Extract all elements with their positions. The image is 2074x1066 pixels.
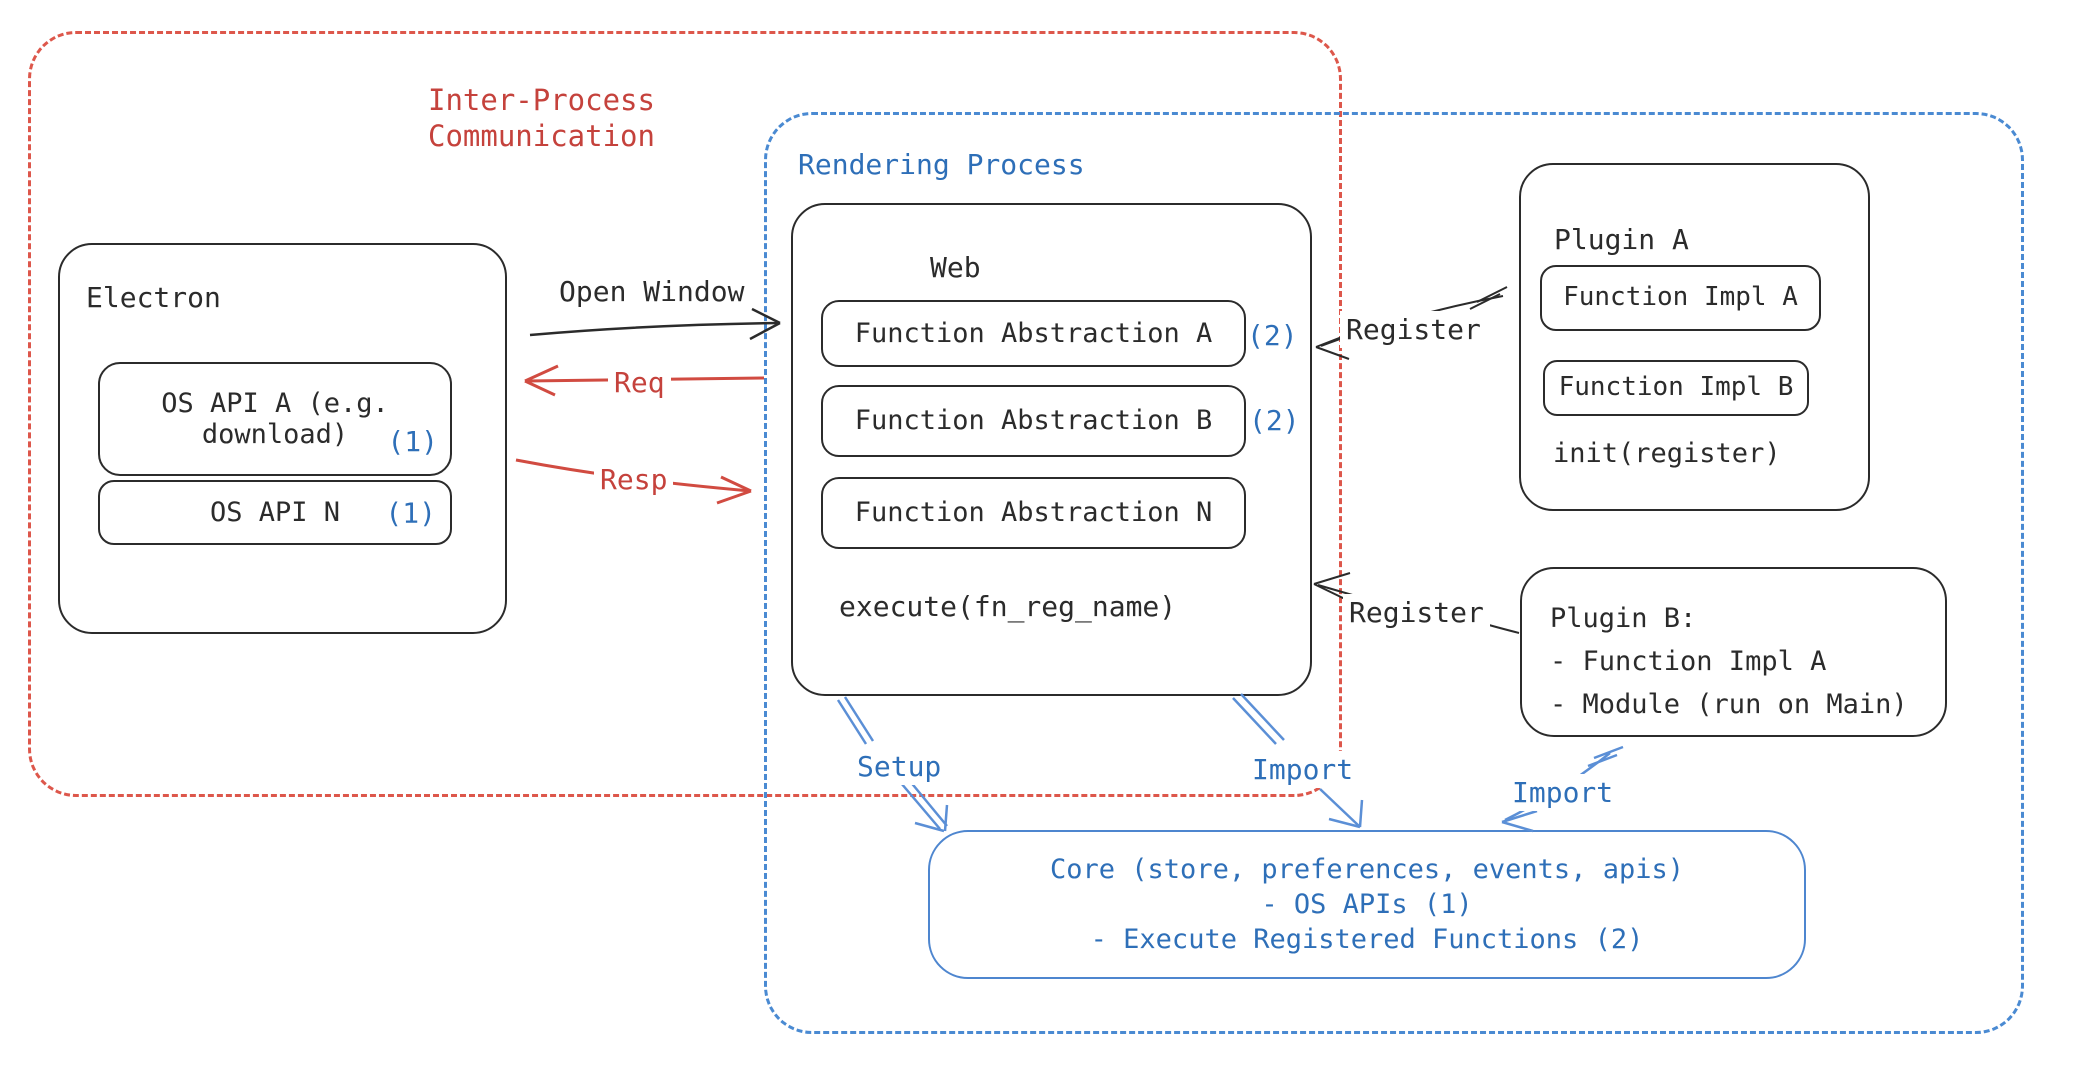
plugin-b-box	[1520, 567, 1947, 737]
execute-label: execute(fn_reg_name)	[839, 590, 1177, 623]
ipc-group-outline	[28, 31, 1342, 797]
plugin-b-lines: Plugin B: - Function Impl A - Module (ru…	[1550, 597, 1908, 726]
plugin-b-line-impl: - Function Impl A	[1550, 646, 1827, 677]
function-abstraction-a-box: Function Abstraction A	[821, 300, 1246, 367]
web-box	[791, 203, 1312, 696]
os-api-n-box: OS API N (1)	[98, 480, 452, 545]
core-box: Core (store, preferences, events, apis) …	[928, 830, 1806, 979]
function-impl-b-label: Function Impl B	[1558, 372, 1794, 403]
plugin-a-box	[1519, 163, 1870, 511]
rendering-process-label: Rendering Process	[798, 148, 1085, 181]
function-abstraction-b-note: (2)	[1249, 404, 1300, 437]
ipc-group-label: Inter-Process Communication	[428, 83, 655, 153]
function-abstraction-b-label: Function Abstraction B	[854, 405, 1213, 437]
function-abstraction-a-note: (2)	[1247, 319, 1298, 352]
function-abstraction-n-label: Function Abstraction N	[854, 497, 1213, 529]
register-a-label: Register	[1340, 311, 1487, 348]
resp-label: Resp	[594, 461, 674, 498]
setup-label: Setup	[851, 748, 948, 785]
register-b-label: Register	[1343, 594, 1490, 631]
electron-title: Electron	[86, 281, 221, 314]
os-api-n-label: OS API N	[209, 496, 341, 528]
function-impl-a-box: Function Impl A	[1540, 265, 1821, 331]
core-line-execute: - Execute Registered Functions (2)	[1090, 924, 1644, 955]
function-abstraction-n-box: Function Abstraction N	[821, 477, 1246, 549]
core-line-os-apis: - OS APIs (1)	[1261, 889, 1473, 920]
rendering-process-outline	[764, 112, 2024, 1034]
import-web-label: Import	[1246, 751, 1360, 788]
plugin-a-title: Plugin A	[1554, 223, 1689, 256]
import-plugin-label: Import	[1506, 774, 1620, 811]
os-api-n-note: (1)	[385, 496, 436, 529]
open-window-label: Open Window	[553, 273, 751, 310]
req-label: Req	[608, 364, 671, 401]
function-abstraction-b-box: Function Abstraction B	[821, 385, 1246, 457]
os-api-a-note: (1)	[387, 425, 438, 458]
electron-box	[58, 243, 507, 634]
function-impl-b-box: Function Impl B	[1543, 360, 1809, 416]
os-api-a-box: OS API A (e.g. download) (1)	[98, 362, 452, 476]
plugin-b-line-title: Plugin B:	[1550, 603, 1697, 634]
plugin-b-line-module: - Module (run on Main)	[1550, 689, 1908, 720]
web-title: Web	[930, 251, 981, 284]
os-api-a-label: OS API A (e.g. download)	[161, 387, 389, 450]
function-impl-a-label: Function Impl A	[1563, 282, 1798, 313]
core-line-title: Core (store, preferences, events, apis)	[1050, 854, 1684, 885]
init-register-label: init(register)	[1553, 438, 1781, 469]
function-abstraction-a-label: Function Abstraction A	[854, 317, 1213, 349]
